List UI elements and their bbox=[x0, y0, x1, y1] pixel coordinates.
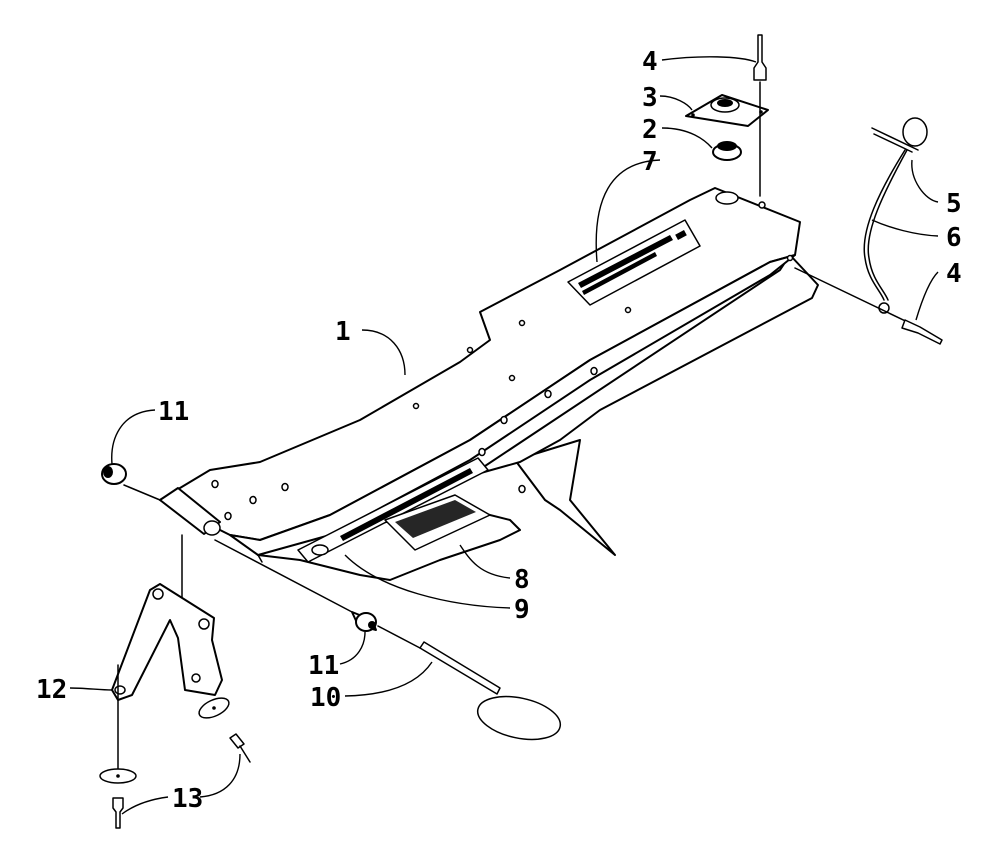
panel-fin bbox=[514, 439, 616, 556]
callout-5: 5 bbox=[946, 189, 962, 219]
hair-pin-lanyard bbox=[794, 117, 928, 329]
callout-10: 10 bbox=[310, 683, 341, 713]
decal-underside bbox=[384, 494, 491, 551]
callout-labels: 1 2 3 4 4 5 6 7 8 9 10 11 11 12 13 bbox=[36, 47, 962, 814]
hinge-tube bbox=[159, 487, 221, 536]
callout-4-top: 4 bbox=[642, 47, 658, 77]
rivet-right bbox=[901, 319, 943, 345]
callout-4-right: 4 bbox=[946, 259, 962, 289]
callout-11-left: 11 bbox=[158, 397, 189, 427]
panel-top-surface bbox=[159, 187, 801, 541]
bushing-left bbox=[101, 463, 161, 501]
callout-12: 12 bbox=[36, 675, 67, 705]
grommet bbox=[712, 141, 742, 161]
callout-6: 6 bbox=[946, 223, 962, 253]
callout-1: 1 bbox=[335, 317, 351, 347]
callout-7: 7 bbox=[642, 147, 658, 177]
support-bracket bbox=[111, 534, 223, 771]
callout-13: 13 bbox=[172, 784, 203, 814]
panel-edge-line bbox=[257, 554, 263, 563]
decal-front bbox=[297, 457, 489, 563]
bushing-right bbox=[214, 539, 377, 632]
callout-3: 3 bbox=[642, 83, 658, 113]
leader-lines bbox=[69, 56, 939, 815]
callout-11-right: 11 bbox=[308, 651, 339, 681]
rivet-top bbox=[753, 34, 767, 197]
callout-8: 8 bbox=[514, 565, 530, 595]
callout-9: 9 bbox=[514, 595, 530, 625]
panel-holes bbox=[211, 191, 794, 521]
washer-rivet-upper bbox=[198, 697, 251, 763]
washer-rivet-lower bbox=[99, 768, 137, 829]
main-panel bbox=[159, 187, 819, 581]
callout-2: 2 bbox=[642, 115, 658, 145]
panel-right-flange bbox=[469, 254, 819, 477]
triangular-bracket bbox=[685, 94, 769, 127]
decal-top bbox=[567, 219, 701, 306]
pull-pin-ring bbox=[377, 625, 562, 741]
